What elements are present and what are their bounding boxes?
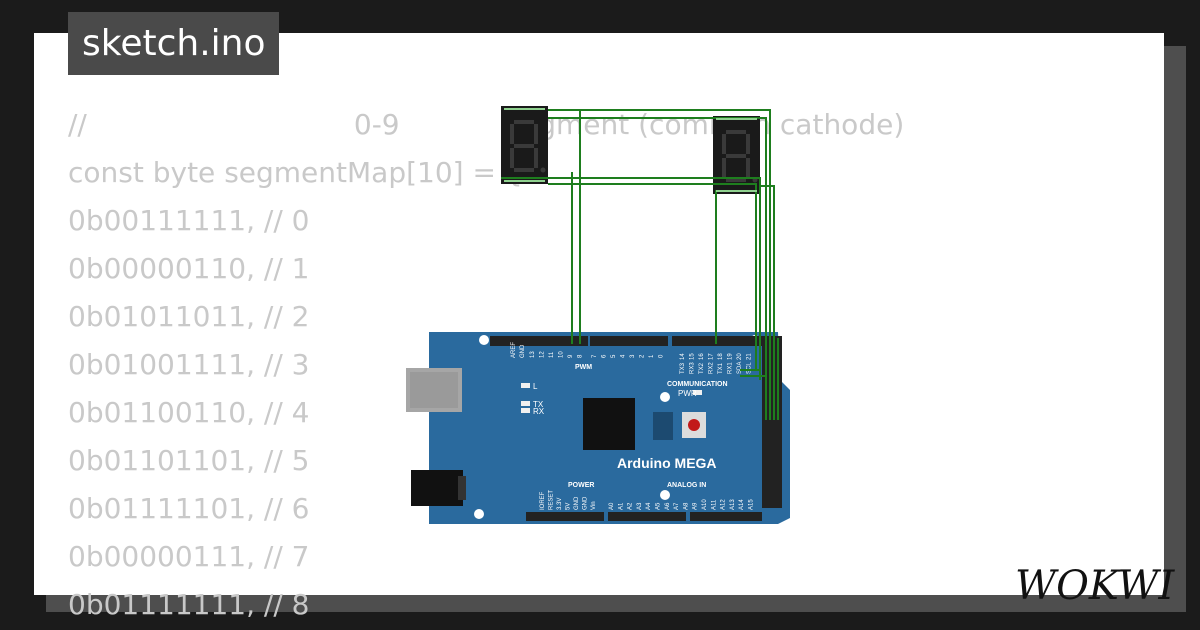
pin-label: RX3: [690, 362, 696, 374]
pin-label: 12: [540, 351, 546, 358]
code-line: 0b01001111, // 3: [68, 348, 310, 381]
pin-label: GND: [583, 496, 589, 510]
wires: [501, 109, 779, 420]
pin-label: RX1: [728, 362, 734, 374]
power-label: POWER: [568, 482, 594, 489]
pwr-label: PWR: [678, 389, 697, 398]
seven-segment-display-2[interactable]: [713, 116, 760, 194]
pin-label: 8: [578, 354, 584, 358]
pin-label: 5: [611, 354, 617, 358]
filename-tab[interactable]: sketch.ino: [68, 12, 280, 75]
code-line: 0b01111111, // 8: [68, 588, 310, 621]
pin-label: A14: [739, 499, 745, 510]
pin-label: A13: [730, 499, 736, 510]
code-line: 0b01111101, // 6: [68, 492, 310, 525]
pin-label: 3.3V: [557, 498, 563, 510]
pin-label: Vin: [591, 501, 597, 510]
pin-label: A15: [749, 499, 755, 510]
pin-label: 4: [621, 354, 627, 358]
led-l-label: L: [533, 382, 538, 391]
pin-label: A7: [674, 502, 680, 510]
board-name: Arduino MEGA: [617, 455, 717, 471]
pin-label: GND: [574, 496, 580, 510]
code-line: 0b01011011, // 2: [68, 300, 310, 333]
pin-label: A8: [683, 502, 689, 510]
wokwi-logo: WOKWI: [1015, 563, 1175, 609]
pin-label: A5: [656, 502, 662, 510]
pin-label: SCL: [747, 362, 753, 374]
pin-label: 14: [680, 353, 686, 360]
pin-label: 16: [699, 353, 705, 360]
pin-label: 13: [530, 351, 536, 358]
pin-label: 5V: [566, 503, 572, 510]
communication-label: COMMUNICATION: [667, 381, 728, 388]
pin-label: 6: [602, 354, 608, 358]
barrel-jack: [411, 470, 463, 506]
pin-label: IOREF: [540, 491, 546, 510]
pwm-label: PWM: [575, 364, 592, 371]
pin-label: A9: [693, 502, 699, 510]
code-line: 0b00111111, // 0: [68, 204, 310, 237]
pin-label: TX3: [680, 362, 686, 374]
pin-label: A0: [609, 502, 615, 510]
pin-label: 20: [737, 353, 743, 360]
led-tx-label: TX: [533, 400, 544, 409]
code-line: 0b00000110, // 1: [68, 252, 310, 285]
pin-label: A1: [618, 502, 624, 510]
pin-label: 19: [728, 353, 734, 360]
pin-label: 17: [709, 353, 715, 360]
pin-label: A2: [628, 502, 634, 510]
pin-label: 0: [659, 354, 665, 358]
seven-segment-display-1[interactable]: [501, 106, 548, 184]
pin-label: 15: [690, 353, 696, 360]
pin-label: 10: [559, 351, 565, 358]
led-rx-label: RX: [533, 407, 545, 416]
microcontroller-chip: [583, 398, 635, 450]
code-listing: // 0-9 segment (common cathode)const byt…: [68, 101, 904, 629]
pin-label: A12: [721, 499, 727, 510]
pin-label: SDA: [737, 362, 743, 374]
pin-label: 21: [747, 353, 753, 360]
pin-label: TX1: [718, 362, 724, 374]
display-pin-markers: [504, 108, 757, 192]
pin-label: 7: [592, 354, 598, 358]
pin-label: 11: [549, 351, 555, 358]
pin-label: RX2: [709, 362, 715, 374]
pin-label: A11: [711, 499, 717, 510]
pin-label: A3: [637, 502, 643, 510]
arduino-mega-board[interactable]: L TX RX PWR PWM COMMUNICATION POWER ANAL…: [406, 332, 790, 524]
pin-label: 9: [568, 354, 574, 358]
pin-label: 1: [649, 354, 655, 358]
svg-text:WOKWI: WOKWI: [1015, 563, 1175, 609]
preview-card: // 0-9 segment (common cathode)const byt…: [34, 33, 1175, 621]
circuit-diagram: L TX RX PWR PWM COMMUNICATION POWER ANAL…: [406, 106, 790, 524]
pin-label: A6: [665, 502, 671, 510]
code-line: 0b01101101, // 5: [68, 444, 310, 477]
analog-in-label: ANALOG IN: [667, 482, 706, 489]
pin-label: 2: [640, 354, 646, 358]
pin-label: A10: [702, 499, 708, 510]
pin-label: 18: [718, 353, 724, 360]
pin-label: RESET: [549, 490, 555, 510]
display-1-segments: [510, 120, 546, 173]
pin-label: A4: [646, 502, 652, 510]
code-line: 0b00000111, // 7: [68, 540, 310, 573]
pin-label: TX2: [699, 362, 705, 374]
pin-label: 3: [630, 354, 636, 358]
pin-label: GND: [520, 344, 526, 358]
code-line: 0b01100110, // 4: [68, 396, 310, 429]
pin-label: AREF: [511, 342, 517, 358]
